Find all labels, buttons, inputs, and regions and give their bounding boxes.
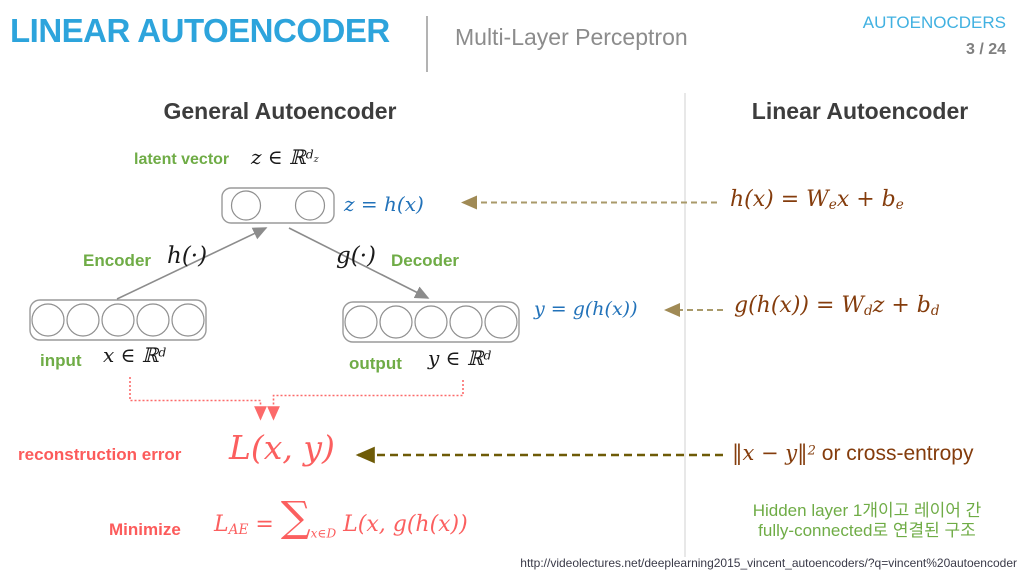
slide-title: LINEAR AUTOENCODER [10, 12, 390, 49]
output-node [379, 305, 413, 339]
output-math: y ∈ ℝd [428, 346, 492, 370]
slide-subtitle: Multi-Layer Perceptron [455, 24, 688, 50]
loss-options-formula: ‖x − y‖2 or cross-entropy [732, 441, 974, 465]
encoder-function: h(·) [167, 243, 208, 269]
input-label: input [40, 351, 82, 370]
page-number: 3 / 24 [965, 41, 1006, 58]
left-section-heading: General Autoencoder [163, 98, 397, 124]
decoder-formula: g(h(x)) = Wdz + bd [734, 293, 940, 319]
latent-vector-math: z ∈ ℝdz [251, 145, 319, 169]
encoder-arrow [116, 227, 268, 300]
input-math: x ∈ ℝd [103, 343, 167, 367]
encoder-formula: h(x) = Wex + be [730, 187, 904, 213]
latent-vector-label: latent vector [134, 151, 230, 168]
input-node [101, 303, 135, 337]
reconstruction-error-label: reconstruction error [18, 445, 182, 464]
latent-equation: z = h(x) [344, 192, 424, 216]
header-divider [426, 16, 428, 72]
loss-bracket-from-input [129, 377, 267, 421]
latent-node [294, 190, 326, 221]
decoder-arrow [288, 227, 430, 299]
output-node [484, 305, 518, 339]
decoder-label: Decoder [391, 251, 460, 270]
loss-math: L(x, y) [229, 428, 335, 467]
input-node [171, 303, 205, 337]
encoder-label: Encoder [83, 251, 152, 270]
minimize-formula: LAE = ∑x∈D L(x, g(h(x)) [214, 492, 468, 541]
source-url[interactable]: http://videolectures.net/deeplearning201… [520, 556, 1017, 570]
output-label: output [349, 354, 402, 373]
output-node [449, 305, 483, 339]
output-layer-box [342, 301, 520, 343]
structure-note: Hidden layer 1개이고 레이어 간 fully-connected로… [712, 501, 1020, 541]
input-node [136, 303, 170, 337]
output-node [414, 305, 448, 339]
input-layer-box [29, 299, 207, 341]
latent-layer-box [221, 187, 335, 224]
input-node [31, 303, 65, 337]
structure-note-line1: Hidden layer 1개이고 레이어 간 [752, 501, 982, 520]
latent-node [230, 190, 262, 221]
input-node [66, 303, 100, 337]
decoder-function: g(·) [336, 243, 376, 269]
loss-bracket-from-output [267, 380, 464, 421]
minimize-label: Minimize [109, 520, 181, 539]
deck-name: AUTOENOCDERS [862, 13, 1006, 32]
output-node [344, 305, 378, 339]
right-section-heading: Linear Autoencoder [751, 98, 969, 124]
structure-note-line2: fully-connected로 연결된 구조 [758, 521, 976, 540]
output-equation: y = g(h(x)) [534, 298, 638, 320]
